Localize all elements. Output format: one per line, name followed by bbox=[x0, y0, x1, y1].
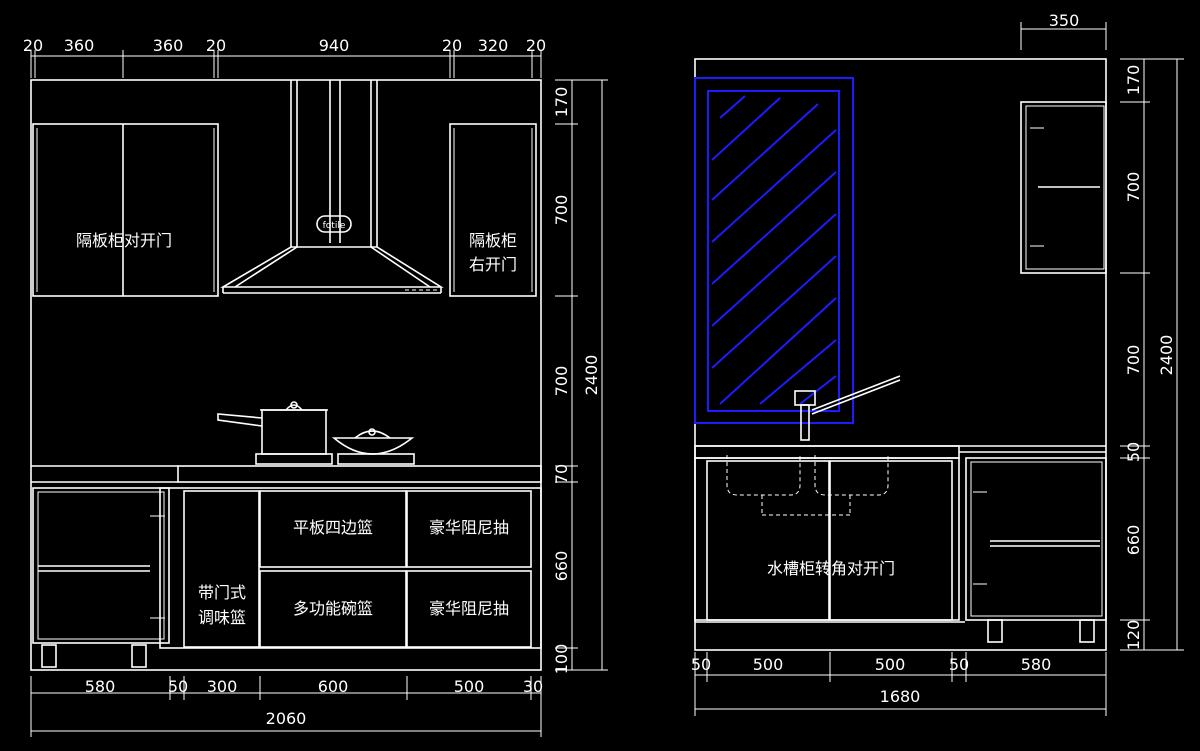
right-dim-bottom-0: 50 bbox=[691, 655, 711, 674]
dim-right-1: 700 bbox=[552, 195, 571, 226]
left-top-dimensions: 20 360 360 20 940 20 320 20 bbox=[23, 36, 546, 78]
window-highlight bbox=[694, 77, 854, 424]
right-dim-bottom-2: 500 bbox=[875, 655, 906, 674]
right-dim-right-1: 700 bbox=[1124, 172, 1143, 203]
dim-overall-width: 2060 bbox=[266, 709, 307, 728]
dim-overall-height: 2400 bbox=[582, 355, 601, 396]
right-dim-right-5: 120 bbox=[1124, 620, 1143, 651]
dim-bottom-4: 500 bbox=[454, 677, 485, 696]
dim-bottom-1: 50 bbox=[168, 677, 188, 696]
cookware bbox=[217, 401, 415, 465]
dim-top-5: 20 bbox=[442, 36, 462, 55]
right-dim-overall-width: 1680 bbox=[880, 687, 921, 706]
right-dim-bottom-4: 580 bbox=[1021, 655, 1052, 674]
dim-top-4: 940 bbox=[319, 36, 350, 55]
right-outer-frame bbox=[694, 58, 1107, 651]
dim-top-2: 360 bbox=[153, 36, 184, 55]
dim-right-5: 100 bbox=[552, 644, 571, 675]
right-dim-right-4: 660 bbox=[1124, 525, 1143, 556]
hood-logo-text: fotile bbox=[323, 221, 346, 231]
dim-right-0: 170 bbox=[552, 87, 571, 118]
dim-top-7: 20 bbox=[526, 36, 546, 55]
dim-top-6: 320 bbox=[478, 36, 509, 55]
dim-bottom-3: 600 bbox=[318, 677, 349, 696]
dim-bottom-0: 580 bbox=[85, 677, 116, 696]
left-outer-frame bbox=[30, 79, 542, 671]
dim-right-2: 700 bbox=[552, 366, 571, 397]
dim-bottom-5: 30 bbox=[523, 677, 543, 696]
flat-basket-label: 平板四边篮 bbox=[293, 518, 373, 537]
bowl-basket-label: 多功能碗篮 bbox=[293, 599, 373, 618]
left-right-dimensions: 170 700 700 70 660 100 2400 bbox=[552, 79, 608, 675]
right-dim-bottom-3: 50 bbox=[949, 655, 969, 674]
left-countertop bbox=[177, 465, 542, 483]
lower-cabinet-fronts: 带门式 调味篮 平板四边篮 多功能碗篮 豪华阻尼抽 豪华阻尼抽 bbox=[159, 487, 542, 649]
right-upper-cabinet bbox=[1020, 101, 1107, 274]
upper-left-cabinet-label: 隔板柜对开门 bbox=[76, 231, 172, 250]
right-base-cabinet bbox=[965, 457, 1107, 643]
faucet bbox=[794, 375, 901, 441]
damping-drawer-bottom-label: 豪华阻尼抽 bbox=[429, 599, 509, 618]
left-elevation: 隔板柜对开门 fotile 隔板柜 右开门 bbox=[23, 36, 608, 737]
spice-basket-label-2: 调味篮 bbox=[198, 608, 246, 627]
dim-right-4: 660 bbox=[552, 551, 571, 582]
right-elevation: 水槽柜转角对开门 350 bbox=[691, 11, 1184, 716]
hood-logo bbox=[316, 215, 352, 233]
left-base-cabinet bbox=[32, 487, 170, 668]
sink-cabinet: 水槽柜转角对开门 bbox=[694, 455, 965, 623]
dim-top-0: 20 bbox=[23, 36, 43, 55]
right-dim-bottom-1: 500 bbox=[753, 655, 784, 674]
spice-basket-label-1: 带门式 bbox=[198, 583, 246, 602]
dim-right-3: 70 bbox=[552, 464, 571, 484]
right-dim-right-0: 170 bbox=[1124, 65, 1143, 96]
dim-top-3: 20 bbox=[206, 36, 226, 55]
right-dim-right-2: 700 bbox=[1124, 345, 1143, 376]
left-bottom-dimensions: 580 50 300 600 500 30 2060 bbox=[30, 676, 543, 737]
right-top-dimension: 350 bbox=[1020, 11, 1107, 50]
upper-right-cabinet: 隔板柜 右开门 bbox=[449, 123, 537, 297]
dim-bottom-2: 300 bbox=[207, 677, 238, 696]
damping-drawer-top-label: 豪华阻尼抽 bbox=[429, 518, 509, 537]
right-dim-overall-height: 2400 bbox=[1157, 335, 1176, 376]
upper-right-cabinet-label-1: 隔板柜 bbox=[469, 231, 517, 250]
right-bottom-dimensions: 50 500 500 50 580 1680 bbox=[691, 652, 1107, 716]
right-side-dimensions: 170 700 700 50 660 120 2400 bbox=[1120, 58, 1184, 651]
sink-cabinet-label: 水槽柜转角对开门 bbox=[767, 559, 895, 578]
right-countertop bbox=[694, 445, 960, 459]
right-dim-right-3: 50 bbox=[1124, 442, 1143, 462]
range-hood: fotile bbox=[220, 80, 444, 294]
dim-top-1: 360 bbox=[64, 36, 95, 55]
right-dim-top: 350 bbox=[1049, 11, 1080, 30]
upper-right-cabinet-label-2: 右开门 bbox=[469, 255, 517, 274]
upper-left-cabinet: 隔板柜对开门 bbox=[32, 123, 219, 297]
